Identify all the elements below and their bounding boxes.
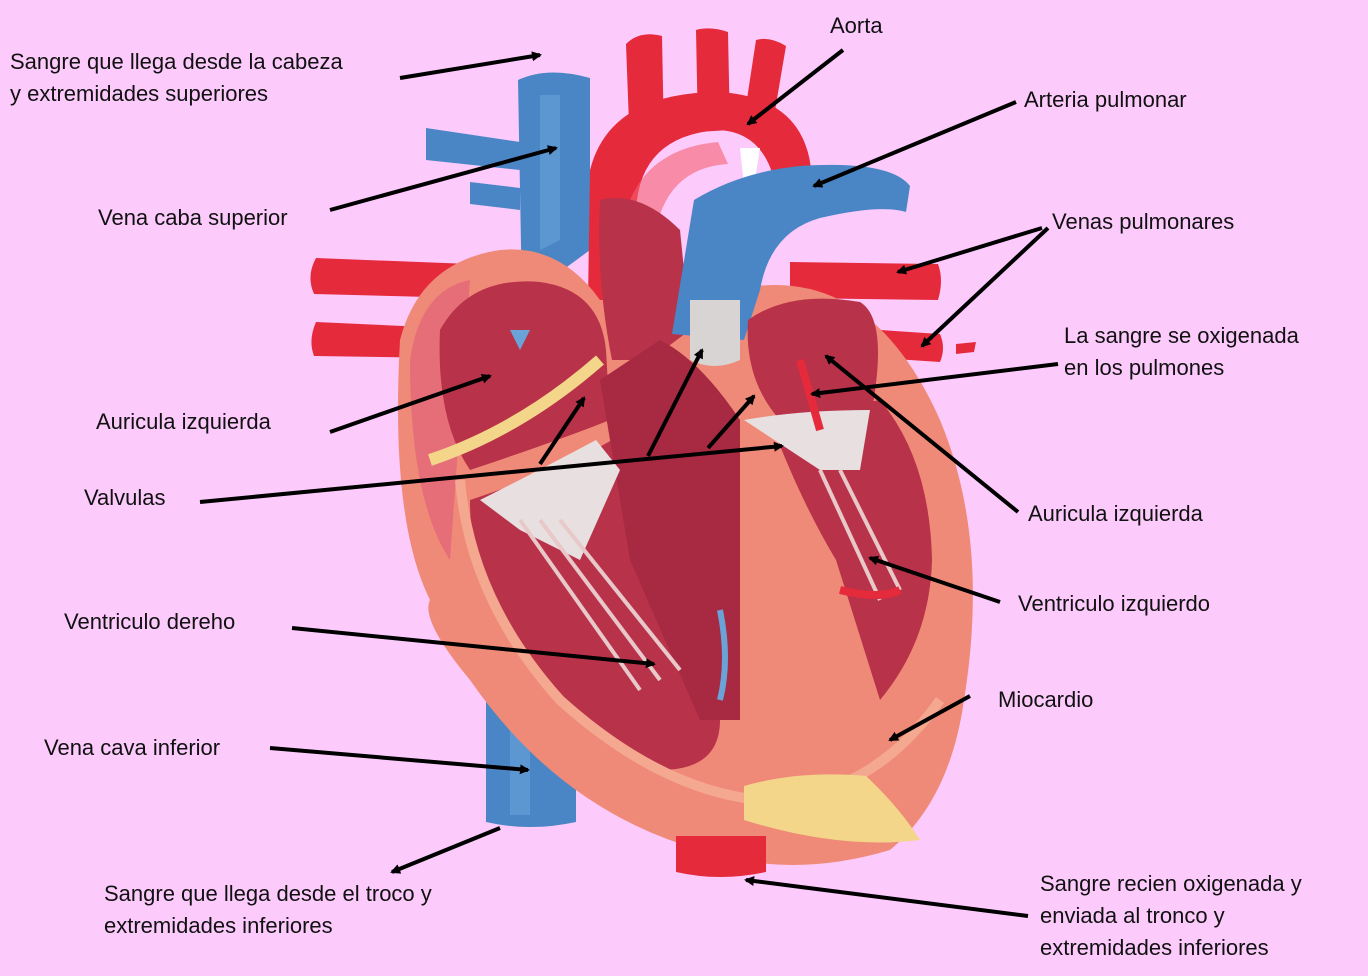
heart-illustration [310,28,976,877]
arrow-venas-pulmonares-1 [898,228,1042,272]
septum-chamber [599,198,690,360]
label-miocardio: Miocardio [998,684,1093,716]
label-venas-pulmonares: Venas pulmonares [1052,206,1234,238]
label-auricula-izquierda-left: Auricula izquierda [96,406,271,438]
arrow-sangre-tronco [392,828,500,872]
label-vena-caba-superior: Vena caba superior [98,202,288,234]
arrow-sangre-cabeza [400,55,540,78]
descending-aorta [676,836,766,877]
arrow-sangre-recien-oxigenada [746,880,1028,916]
label-sangre-tronco: Sangre que llega desde el troco y extrem… [104,878,432,942]
label-aorta: Aorta [830,10,883,42]
label-ventriculo-izquierdo: Ventriculo izquierdo [1018,588,1210,620]
label-vena-cava-inferior: Vena cava inferior [44,732,220,764]
label-auricula-izquierda-right: Auricula izquierda [1028,498,1203,530]
label-sangre-oxigenada-pulmones: La sangre se oxigenada en los pulmones [1064,320,1299,384]
label-arteria-pulmonar: Arteria pulmonar [1024,84,1187,116]
label-ventriculo-derecho: Ventriculo dereho [64,606,235,638]
label-sangre-cabeza: Sangre que llega desde la cabeza y extre… [10,46,343,110]
arrow-arteria-pulmonar [814,102,1016,186]
label-valvulas: Valvulas [84,482,166,514]
label-sangre-recien-oxigenada: Sangre recien oxigenada y enviada al tro… [1040,868,1302,964]
